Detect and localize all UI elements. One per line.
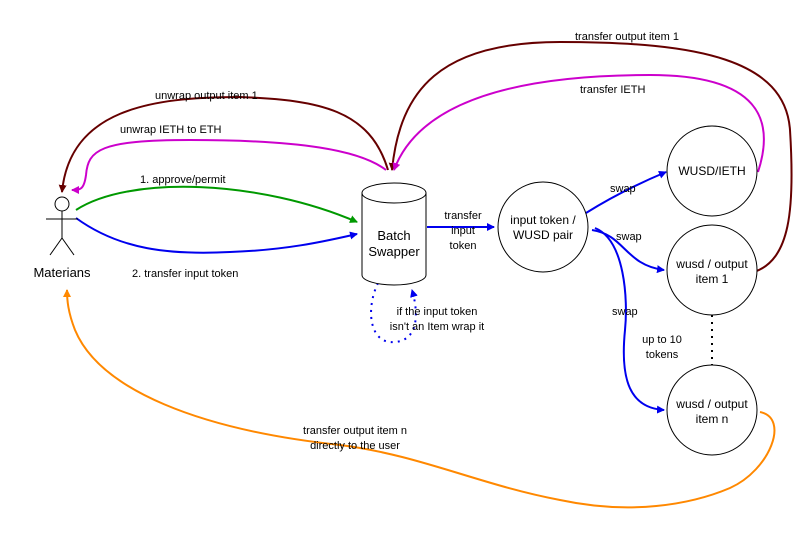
swapper-label-2: Swapper <box>368 244 420 259</box>
label-unwrap-output-item-1: unwrap output item 1 <box>155 90 258 102</box>
output-item-n-label-1: wusd / output <box>675 397 748 411</box>
pair-label-2: WUSD pair <box>513 228 573 242</box>
output-item-1-node <box>666 224 758 316</box>
edge-swap-wusd-ieth <box>585 171 667 214</box>
label-swap-1: swap <box>610 183 636 195</box>
edge-approve-permit <box>75 185 358 223</box>
person-icon <box>46 196 78 256</box>
label-direct-2: directly to the user <box>310 440 400 452</box>
output-item-1-label-2: item 1 <box>696 272 729 286</box>
output-item-n-label-2: item n <box>696 412 729 426</box>
label-transfer-output-item-1: transfer output item 1 <box>575 31 679 43</box>
edge-unwrap-output-item-1 <box>58 95 389 193</box>
pair-label-1: input token / <box>510 213 576 227</box>
label-transfer-input-2: input <box>451 225 475 237</box>
label-wrap-2: isn't an Item wrap it <box>390 321 484 333</box>
label-wrap-1: if the input token <box>397 306 478 318</box>
edge-unwrap-ieth-to-eth <box>71 138 387 194</box>
label-transfer-input-token: 2. transfer input token <box>132 268 238 280</box>
edge-direct-to-user <box>63 289 776 509</box>
swapper-label-1: Batch <box>377 228 410 243</box>
label-transfer-input-1: transfer <box>444 210 482 222</box>
label-swap-2: swap <box>616 231 642 243</box>
label-approve-permit: 1. approve/permit <box>140 174 226 186</box>
label-swap-3: swap <box>612 306 638 318</box>
label-direct-1: transfer output item n <box>303 425 407 437</box>
edge-transfer-input-token <box>75 217 358 254</box>
label-unwrap-ieth-to-eth: unwrap IETH to ETH <box>120 124 222 136</box>
edge-transfer-output-item-1 <box>388 40 793 273</box>
edge-swap-outn <box>594 227 665 414</box>
wusd-ieth-node <box>666 125 758 217</box>
label-up-to-2: tokens <box>646 349 679 361</box>
output-item-1-label-1: wusd / output <box>675 257 748 271</box>
batch-swapper-node <box>361 182 427 286</box>
edge-transfer-ieth <box>392 73 765 173</box>
label-transfer-input-3: token <box>450 240 477 252</box>
label-transfer-ieth: transfer IETH <box>580 84 645 96</box>
pair-node <box>497 181 589 273</box>
wusd-ieth-label: WUSD/IETH <box>678 164 745 178</box>
actor-label: Materians <box>33 265 91 280</box>
label-up-to-1: up to 10 <box>642 334 682 346</box>
output-item-n-node <box>666 364 758 456</box>
